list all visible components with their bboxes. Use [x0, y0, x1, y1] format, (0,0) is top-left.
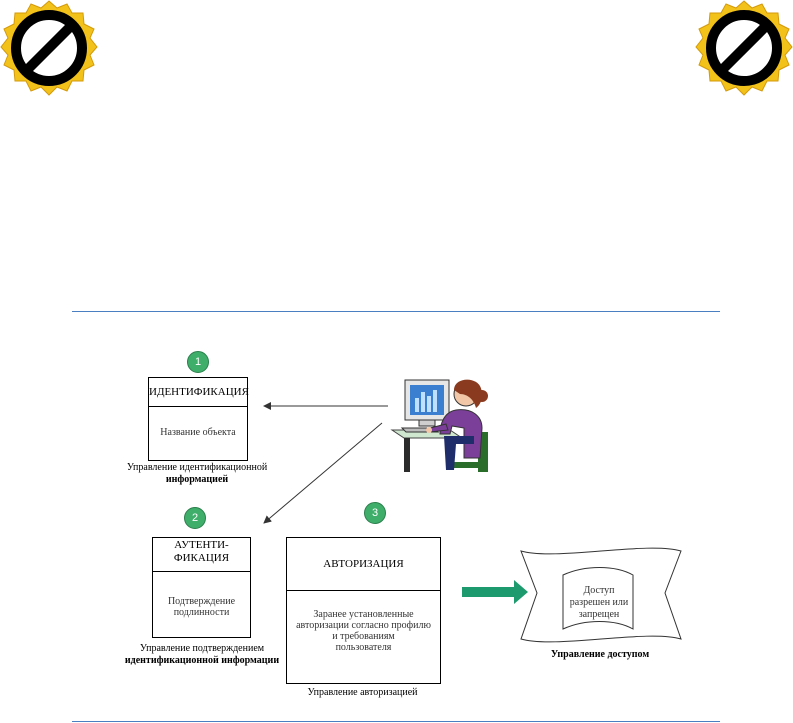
identification-caption: Управление идентификационной информацией — [126, 462, 268, 485]
authorization-box: АВТОРИЗАЦИЯ Заранее установленные автори… — [286, 537, 441, 684]
user-at-computer-icon — [390, 372, 495, 474]
prohibited-badge-icon — [0, 0, 98, 98]
step-3-badge: 3 — [364, 502, 386, 524]
authorization-body: Заранее установленные авторизации соглас… — [296, 609, 431, 653]
authentication-title: АУТЕНТИ- ФИКАЦИЯ — [153, 538, 250, 572]
arrow-authorization-to-access — [462, 580, 528, 604]
access-caption: Управление доступом — [550, 649, 650, 660]
authentication-body: Подтверждение подлинности — [167, 596, 236, 618]
bottom-divider — [72, 721, 720, 722]
access-body: Доступ разрешен или запрещен — [569, 585, 629, 620]
top-divider — [72, 311, 720, 312]
arrow-user-to-authentication — [263, 422, 383, 524]
identification-title: ИДЕНТИФИКАЦИЯ — [149, 378, 249, 407]
authentication-box: АУТЕНТИ- ФИКАЦИЯ Подтверждение подлиннос… — [152, 537, 251, 638]
authentication-caption: Управление подтверждением идентификацион… — [124, 643, 280, 666]
access-scroll-icon: Доступ разрешен или запрещен — [515, 545, 687, 645]
step-1-badge: 1 — [187, 351, 209, 373]
authorization-title: АВТОРИЗАЦИЯ — [287, 538, 440, 591]
identification-body: Название объекта — [160, 427, 236, 438]
prohibited-badge-icon — [695, 0, 793, 98]
authorization-caption: Управление авторизацией — [307, 687, 418, 698]
identification-box: ИДЕНТИФИКАЦИЯ Название объекта — [148, 377, 249, 461]
step-2-badge: 2 — [184, 507, 206, 529]
